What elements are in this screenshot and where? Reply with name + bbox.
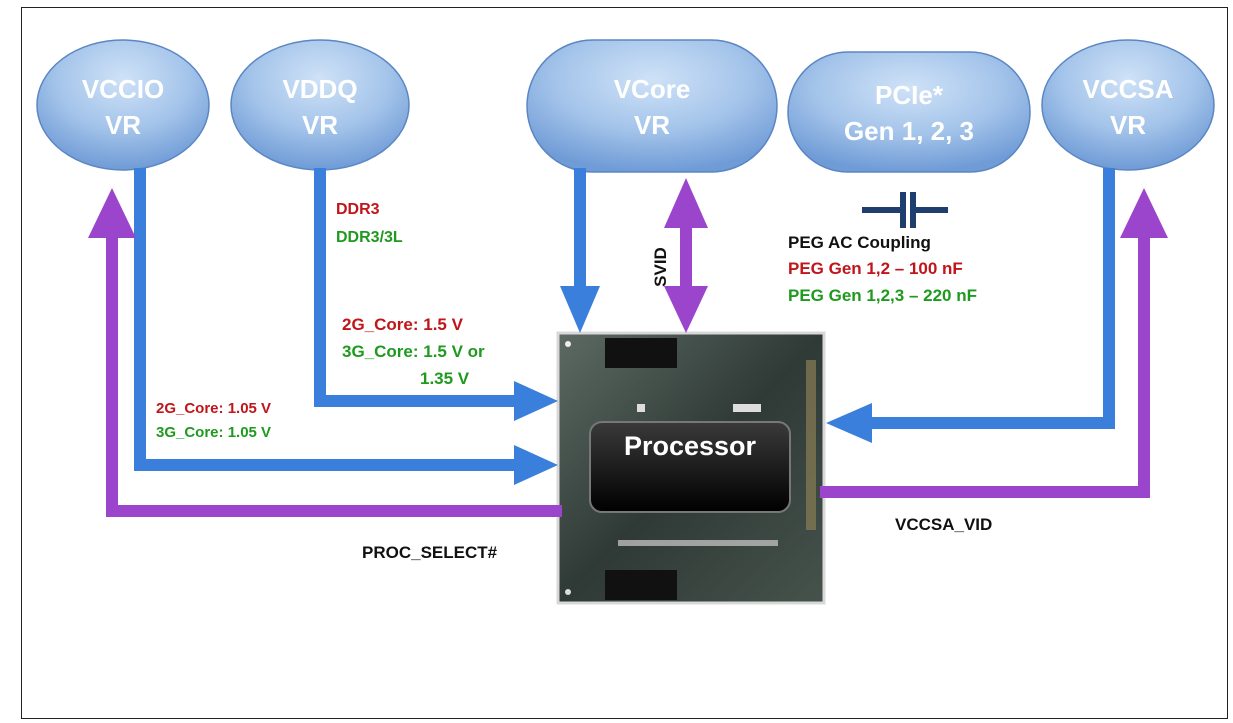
- vccsa-vid-arrow: [820, 232, 1150, 498]
- vccsa-vr-label: VR: [1110, 110, 1146, 140]
- vddq-supply-arrow: [314, 168, 520, 407]
- vcore-vr-bubble: VCore VR: [526, 39, 778, 173]
- pcie-label: PCIe*: [875, 80, 944, 110]
- vccio-2g-core-label: 2G_Core: 1.05 V: [156, 400, 271, 417]
- vddq-vr-label: VR: [302, 110, 338, 140]
- vccsa-supply-arrow: [868, 168, 1115, 429]
- ac-coupling-capacitor-icon: [862, 192, 948, 228]
- vccio-vr-label: VR: [105, 110, 141, 140]
- diagram-border: [21, 7, 1228, 719]
- purple-signal-arrows: [106, 222, 1150, 517]
- processor-label: Processor: [624, 431, 757, 461]
- vddq-3g-core-alt-label: 1.35 V: [420, 369, 470, 388]
- vcore-label: VCore: [614, 74, 691, 104]
- peg-gen123-label: PEG Gen 1,2,3 – 220 nF: [788, 286, 977, 305]
- peg-coupling-title: PEG AC Coupling: [788, 233, 931, 252]
- vccio-label: VCCIO: [82, 74, 164, 104]
- vddq-2g-core-label: 2G_Core: 1.5 V: [342, 315, 464, 334]
- vddq-3g-core-label: 3G_Core: 1.5 V or: [342, 342, 485, 361]
- vccsa-label: VCCSA: [1082, 74, 1173, 104]
- proc-select-arrow: [106, 232, 562, 517]
- blue-arrowheads: [514, 286, 872, 485]
- peg-gen12-label: PEG Gen 1,2 – 100 nF: [788, 259, 963, 278]
- pcie-gen-label: Gen 1, 2, 3: [844, 116, 974, 146]
- svid-label: SVID: [651, 247, 670, 287]
- pcie-bubble: PCIe* Gen 1, 2, 3: [787, 51, 1031, 173]
- processor-chip: Processor: [556, 331, 826, 605]
- vccsa-vr-bubble: VCCSA VR: [1041, 39, 1215, 171]
- blue-power-arrows: [134, 168, 1115, 471]
- vccsa-vid-label: VCCSA_VID: [895, 515, 992, 534]
- vddq-vr-bubble: VDDQ VR: [230, 39, 410, 171]
- ddr3l-label: DDR3/3L: [336, 229, 403, 246]
- vccio-vr-bubble: VCCIO VR: [36, 39, 210, 171]
- vccio-supply-arrow: [134, 168, 520, 471]
- purple-arrowheads: [88, 178, 1168, 333]
- ddr3-label: DDR3: [336, 201, 380, 218]
- vcore-vr-label: VR: [634, 110, 670, 140]
- vccio-3g-core-label: 3G_Core: 1.05 V: [156, 424, 271, 441]
- proc-select-label: PROC_SELECT#: [362, 543, 498, 562]
- vddq-label: VDDQ: [282, 74, 357, 104]
